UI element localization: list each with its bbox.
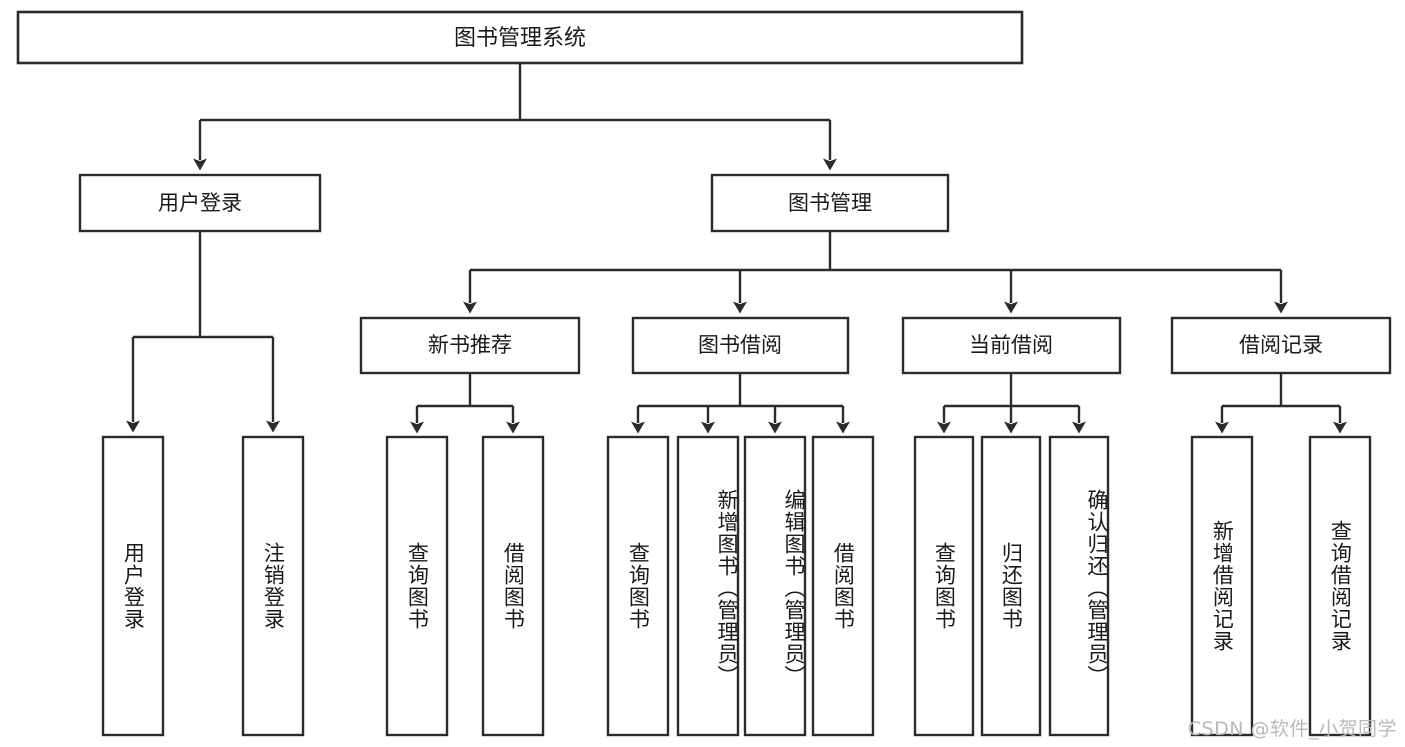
node-new-book-recommend[interactable]: 新书推荐 (359, 316, 581, 375)
csdn-watermark: CSDN @软件_小贺同学 (1187, 718, 1397, 740)
node-book-management[interactable]: 图书管理 (710, 173, 950, 233)
node-root-box[interactable] (16, 10, 1024, 65)
connector-group (126, 63, 1347, 434)
leaf-borrow-book-1-box[interactable] (481, 435, 545, 737)
leaf-query-record-box[interactable] (1308, 435, 1372, 737)
node-user-login[interactable]: 用户登录 (78, 173, 322, 233)
leaf-edit-book-box[interactable] (743, 435, 807, 737)
node-borrow-record-label: 借阅记录 (1239, 333, 1323, 357)
node-borrow-record-box[interactable] (1170, 316, 1392, 375)
leaf-query-book-1-box[interactable] (385, 435, 449, 737)
node-book-management-box[interactable] (710, 173, 950, 233)
node-book-management-label: 图书管理 (788, 191, 872, 215)
node-root[interactable]: 图书管理系统 (16, 10, 1024, 65)
leaf-query-book-3-box[interactable] (913, 435, 975, 737)
leaf-box-group (101, 435, 1372, 737)
node-book-borrow[interactable]: 图书借阅 (631, 316, 850, 375)
node-user-login-box[interactable] (78, 173, 322, 233)
leaf-borrow-book-2-box[interactable] (811, 435, 875, 737)
leaf-return-book-box[interactable] (980, 435, 1042, 737)
node-book-borrow-box[interactable] (631, 316, 850, 375)
leaf-user-login-box[interactable] (101, 435, 165, 737)
leaf-confirm-return-box[interactable] (1048, 435, 1110, 737)
leaf-logout-box[interactable] (241, 435, 305, 737)
leaf-add-book-box[interactable] (676, 435, 740, 737)
leaf-query-book-2-box[interactable] (606, 435, 670, 737)
node-user-login-label: 用户登录 (158, 191, 242, 215)
node-book-borrow-label: 图书借阅 (698, 333, 782, 357)
node-current-borrow[interactable]: 当前借阅 (901, 316, 1122, 375)
node-current-borrow-label: 当前借阅 (969, 333, 1053, 357)
node-borrow-record[interactable]: 借阅记录 (1170, 316, 1392, 375)
node-current-borrow-box[interactable] (901, 316, 1122, 375)
node-new-book-recommend-label: 新书推荐 (428, 333, 512, 357)
node-root-label: 图书管理系统 (454, 26, 586, 51)
leaf-add-record-box[interactable] (1190, 435, 1254, 737)
node-new-book-recommend-box[interactable] (359, 316, 581, 375)
